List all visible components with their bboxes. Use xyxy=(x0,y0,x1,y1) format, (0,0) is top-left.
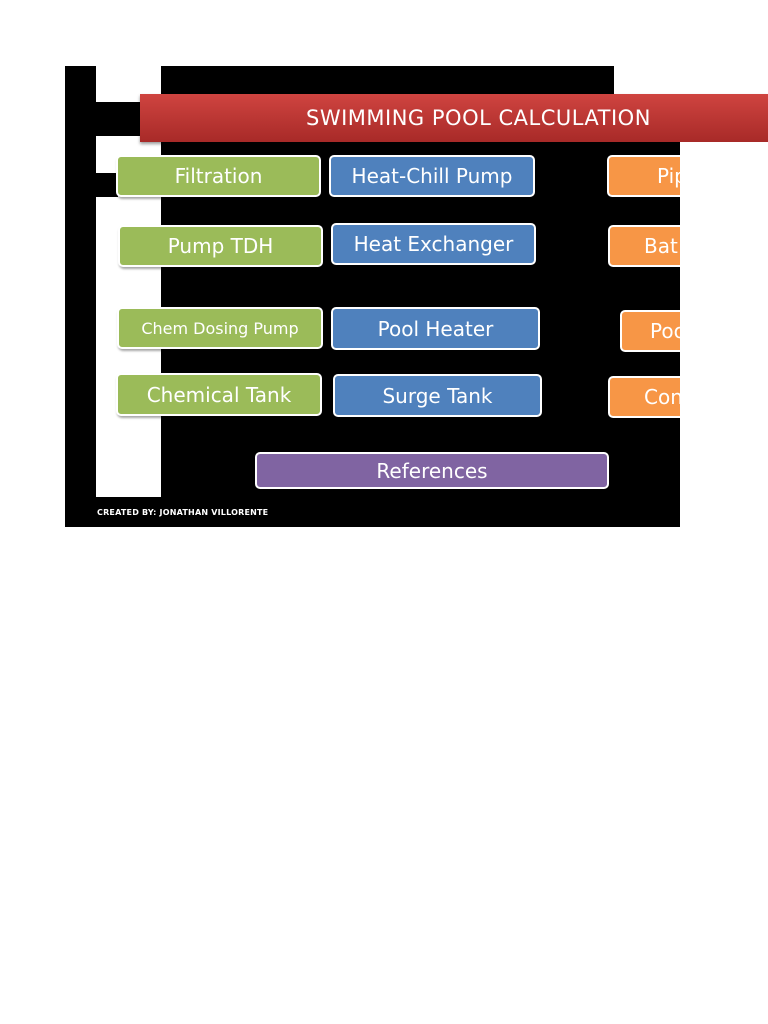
chemical-tank-button[interactable]: Chemical Tank xyxy=(116,373,322,416)
chem-dosing-pump-button[interactable]: Chem Dosing Pump xyxy=(117,307,323,349)
heat-exchanger-button[interactable]: Heat Exchanger xyxy=(331,223,536,265)
credit-text: CREATED BY: JONATHAN VILLORENTE xyxy=(97,508,269,517)
page-title-banner: SWIMMING POOL CALCULATION xyxy=(140,94,768,142)
black-backdrop-main xyxy=(161,66,614,527)
black-strip-mid xyxy=(96,173,118,197)
black-footer-strip xyxy=(96,497,161,527)
pump-tdh-button[interactable]: Pump TDH xyxy=(118,225,323,267)
references-button[interactable]: References xyxy=(255,452,609,489)
pool-heater-button[interactable]: Pool Heater xyxy=(331,307,540,350)
black-gap-right-1 xyxy=(614,266,680,274)
black-strip-top xyxy=(96,102,141,136)
surge-tank-button[interactable]: Surge Tank xyxy=(333,374,542,417)
right-crop-mask xyxy=(680,142,768,542)
black-column-left xyxy=(65,66,96,527)
filtration-button[interactable]: Filtration xyxy=(116,155,321,197)
heat-chill-pump-button[interactable]: Heat-Chill Pump xyxy=(329,155,535,197)
